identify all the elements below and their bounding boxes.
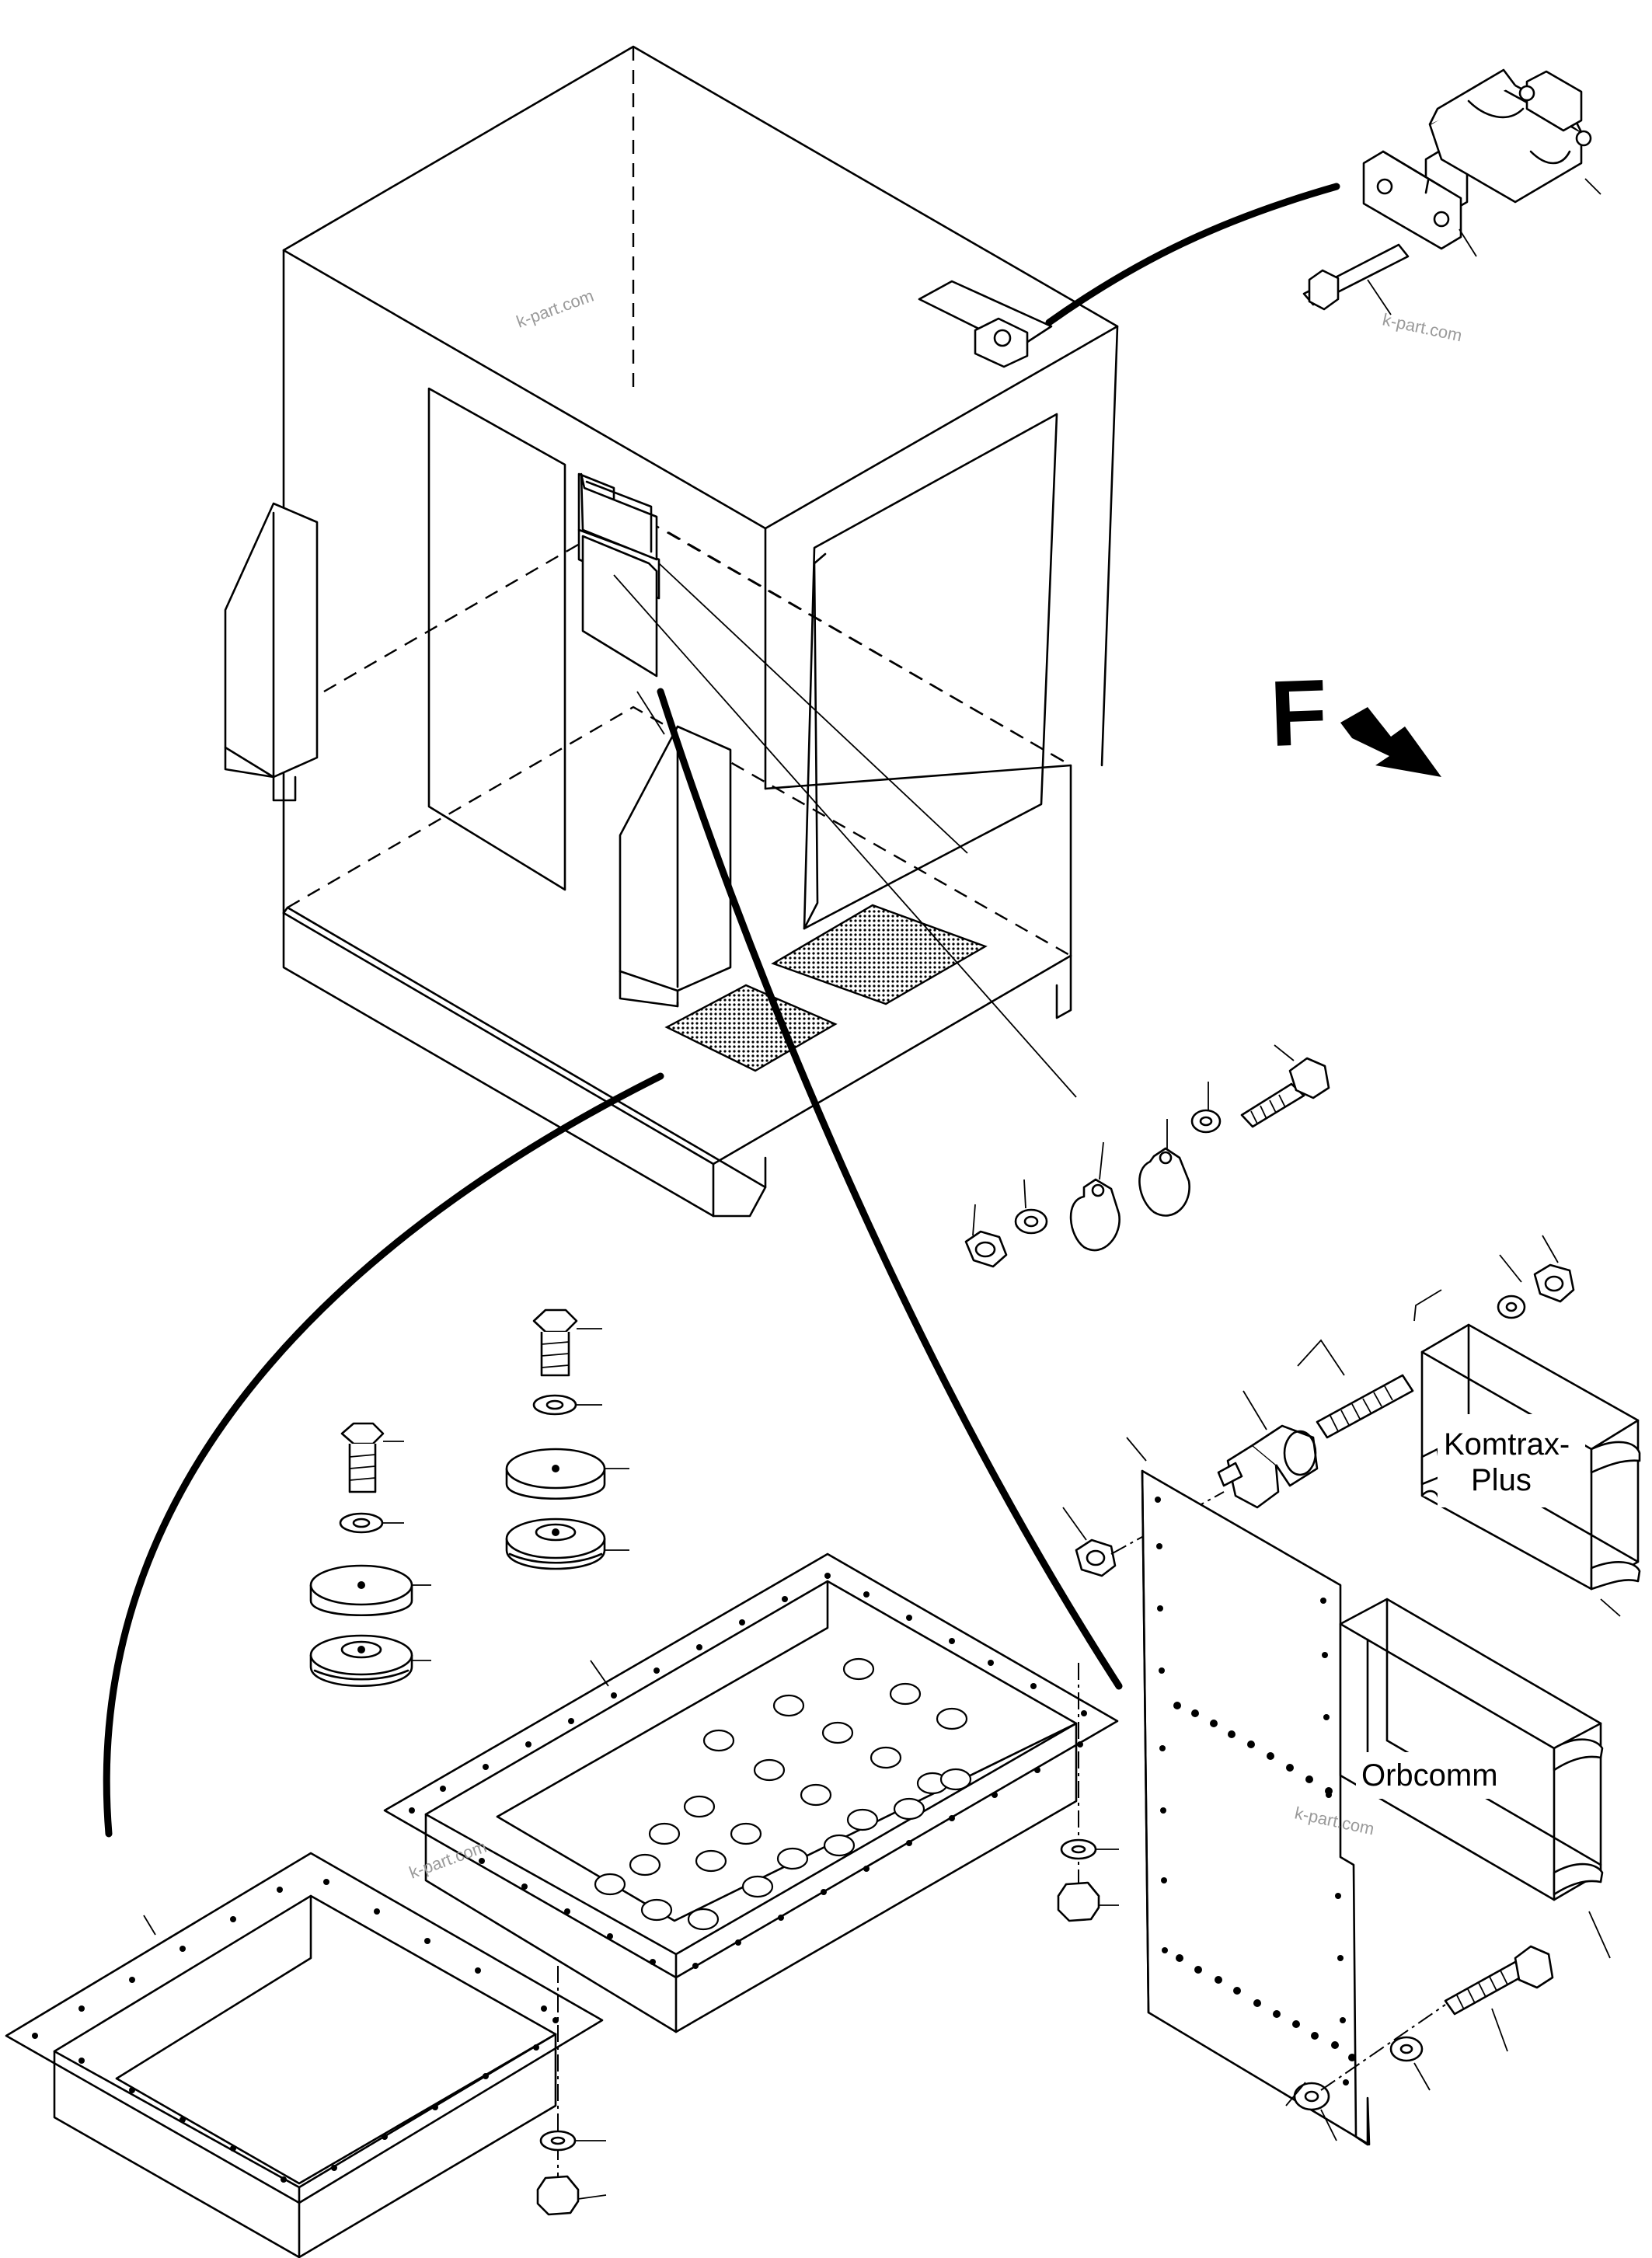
watermark: k-part.com [514, 286, 596, 332]
callout-curves [103, 183, 1340, 1838]
tray-bolt-holes [409, 1573, 1087, 1969]
cab-mount-left [309, 1422, 431, 1688]
plain-tray-bolt-holes [32, 1879, 559, 2183]
komtrax-mount-hardware [1062, 1235, 1575, 1577]
tray-perforations [594, 1657, 972, 1931]
komtrax-plus-module: Komtrax- Plus [1420, 1323, 1641, 1617]
operator-cab [224, 45, 1119, 1218]
panel-fasteners [1285, 1945, 1554, 2141]
komtrax-label-line1: Komtrax- [1444, 1427, 1570, 1462]
direction-arrow-icon [1340, 707, 1441, 777]
komtrax-label-line2: Plus [1471, 1463, 1532, 1497]
panel-holes [1155, 1497, 1356, 2086]
watermark: k-part.com [1381, 309, 1464, 345]
direction-letter: F [1268, 660, 1329, 766]
plain-tray [5, 1852, 607, 2258]
cab-mount-right [505, 1308, 629, 1570]
orbcomm-module: Orbcomm [1339, 1598, 1611, 1959]
orbcomm-label: Orbcomm [1361, 1758, 1498, 1793]
perforated-tray [383, 1552, 1119, 2033]
mounting-panel [1141, 1469, 1371, 2146]
front-direction-marker: F [1268, 660, 1441, 777]
p-clamp-hardware [964, 1044, 1330, 1268]
roof-clamp-assembly [1302, 68, 1601, 315]
